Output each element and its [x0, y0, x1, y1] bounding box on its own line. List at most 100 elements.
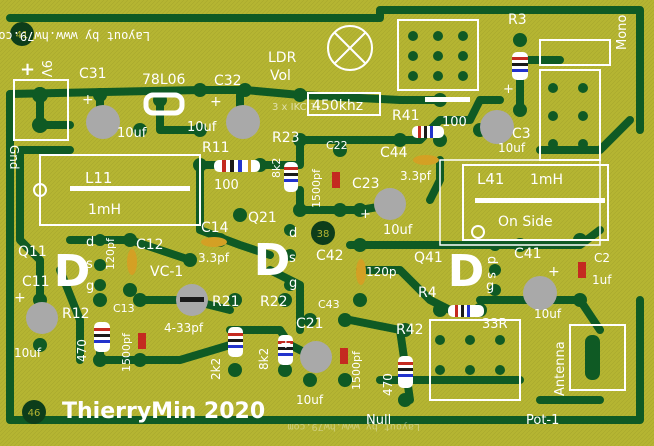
value-c3: 10uf: [498, 141, 526, 155]
label-c32: C32: [214, 73, 242, 89]
label-c11: C11: [22, 274, 50, 290]
label-r42: R42: [396, 322, 424, 338]
label-c41-plus: +: [548, 264, 560, 280]
cap-c13-body: [138, 333, 146, 349]
label-gnd: Gnd: [7, 145, 21, 170]
vc1-slot: [180, 297, 204, 302]
label-mono: Mono: [615, 15, 630, 50]
value-c12: 120pf: [104, 237, 117, 270]
label-c12: C12: [136, 237, 164, 253]
label-c23-plus: +: [360, 207, 371, 222]
value-c41: 10uf: [534, 307, 562, 321]
cap-c42-body: [356, 259, 366, 285]
ldr-socket-outline: [397, 19, 479, 91]
value-l41: 1mH: [530, 172, 563, 188]
label-r21: R21: [212, 294, 240, 310]
mono-jack-pads: [548, 83, 588, 149]
value-c32: 10uf: [187, 120, 217, 135]
label-antenna: Antenna: [553, 341, 568, 396]
value-r42: 470: [381, 373, 395, 396]
cap-c44-body: [413, 155, 439, 165]
inductor-bars: [70, 97, 605, 203]
label-c23: C23: [352, 176, 380, 192]
hole-label-46: 46: [28, 408, 41, 419]
label-r3: R3: [508, 12, 527, 28]
cap-c2-body: [578, 262, 586, 278]
label-q41: Q41: [414, 250, 443, 266]
q21-body: D: [254, 235, 291, 286]
mounting-holes: 41 38 46: [10, 22, 335, 424]
label-c22: C22: [326, 139, 348, 152]
label-c2: C2: [594, 251, 610, 265]
value-r22: 8k2: [257, 348, 271, 370]
label-c11-plus: +: [14, 290, 26, 306]
resistor-r4: [448, 305, 484, 317]
q41-body: D: [448, 246, 485, 297]
resistor-r3: [512, 52, 528, 80]
cap-c32-body: [226, 105, 260, 139]
value-r4: 33R: [482, 317, 508, 332]
ldr-socket-pads: [408, 31, 468, 81]
antenna-outline: [569, 324, 626, 391]
l41-outline: [462, 164, 609, 241]
value-c44: 3.3pf: [400, 169, 432, 183]
value-r23: 8k2: [270, 158, 283, 178]
label-r4: R4: [418, 285, 437, 301]
cap-c31-body: [86, 105, 120, 139]
value-r41: 100: [442, 115, 467, 130]
value-c31: 10uf: [117, 126, 147, 141]
cap-c21-body: [300, 341, 332, 373]
label-c44: C44: [380, 145, 408, 161]
label-c42: C42: [316, 248, 344, 264]
battery-connector-outline: [13, 79, 69, 141]
q11-pin-s: s: [86, 257, 93, 272]
cap-c14-body: [201, 237, 227, 247]
cap-c23-body: [374, 188, 406, 220]
value-r12: 470: [75, 339, 89, 362]
value-c22: 1500pf: [310, 168, 323, 208]
label-vc1: VC-1: [150, 264, 183, 280]
q41-pin-s: s: [484, 272, 499, 279]
ldr-outline: [327, 25, 373, 71]
resistor-r23: [284, 162, 298, 192]
q41-pin-d: d: [484, 256, 499, 264]
label-c31-plus: +: [82, 92, 94, 108]
cap-c22-body: [332, 172, 340, 188]
value-c21: 10uf: [296, 393, 324, 407]
pot-pads: [435, 335, 505, 375]
resistor-r22: [278, 335, 293, 365]
mirrored-bottom: Layout by www.hw79.com: [288, 421, 420, 432]
resistor-r21: [228, 327, 243, 357]
label-q11: Q11: [18, 244, 47, 260]
mono-plug-outline: [539, 39, 611, 66]
q21-pin-g: g: [289, 276, 297, 291]
label-null: Null: [366, 413, 391, 428]
label-9v-plus: +: [20, 59, 35, 80]
label-l11: L11: [85, 169, 112, 187]
label-r22: R22: [260, 294, 288, 310]
cap-c41-body: [523, 276, 557, 310]
value-c23: 10uf: [383, 223, 413, 238]
q11-body: D: [54, 246, 91, 297]
label-c14: C14: [201, 220, 229, 236]
antenna-pads: [585, 335, 600, 380]
fets: D D D: [54, 235, 485, 297]
label-on-side: On Side: [498, 214, 553, 230]
value-l11: 1mH: [88, 202, 121, 218]
label-c43: C43: [318, 298, 340, 311]
cap-c43-body: [340, 348, 348, 364]
label-ldr: LDR: [268, 50, 297, 66]
silkscreen: [13, 19, 626, 401]
value-c2: 1uf: [592, 273, 612, 287]
label-c41: C41: [514, 246, 542, 262]
q21-pin-d: d: [289, 226, 297, 241]
label-l41: L41: [477, 170, 504, 188]
value-r21: 2k2: [209, 358, 223, 380]
label-r11: R11: [202, 140, 230, 156]
value-c11: 10uf: [14, 346, 42, 360]
label-c21-plus: +: [280, 336, 292, 352]
label-c32-plus: +: [210, 94, 222, 110]
ldr-cross-b: [334, 32, 366, 64]
